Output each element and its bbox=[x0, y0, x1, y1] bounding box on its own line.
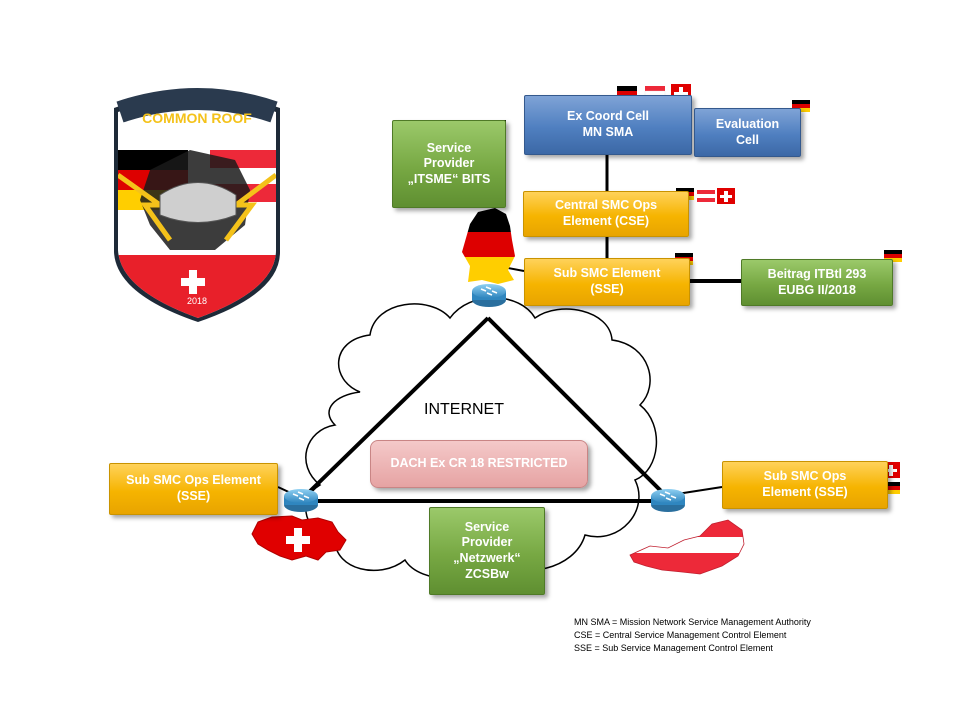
central-smc-box: Central SMC Ops Element (CSE) bbox=[523, 191, 689, 237]
service-provider-netzwerk-box: Service Provider „Netzwerk“ ZCSBw bbox=[429, 507, 545, 595]
internet-label: INTERNET bbox=[424, 401, 504, 418]
beitrag-box: Beitrag ITBtl 293 EUBG II/2018 bbox=[741, 259, 893, 306]
legend-item: CSE = Central Service Management Control… bbox=[574, 630, 787, 640]
sub-smc-element-label: Sub SMC Element (SSE) bbox=[553, 266, 661, 296]
router-icon bbox=[651, 489, 685, 512]
legend-item: MN SMA = Mission Network Service Managem… bbox=[574, 617, 811, 627]
germany-flag-icon bbox=[882, 482, 900, 494]
evaluation-cell-label: Evaluation Cell bbox=[715, 116, 780, 147]
switzerland-flag-icon bbox=[717, 188, 735, 204]
dach-restricted-label: DACH Ex CR 18 RESTRICTED bbox=[390, 456, 568, 471]
legend: MN SMA = Mission Network Service Managem… bbox=[574, 616, 811, 655]
switzerland-map-icon bbox=[251, 515, 347, 561]
patch-year: 2018 bbox=[187, 296, 207, 306]
austria-map-icon bbox=[629, 519, 745, 575]
ex-coord-cell-label: Ex Coord Cell MN SMA bbox=[567, 109, 649, 139]
germany-map-icon bbox=[462, 208, 515, 284]
austria-flag-icon bbox=[697, 190, 715, 202]
central-smc-label: Central SMC Ops Element (CSE) bbox=[554, 198, 658, 228]
service-provider-netzwerk-label: Service Provider „Netzwerk“ ZCSBw bbox=[453, 519, 521, 581]
router-icon bbox=[472, 284, 506, 307]
sub-smc-ops-right-box: Sub SMC Ops Element (SSE) bbox=[722, 461, 888, 509]
patch-title: COMMON ROOF bbox=[142, 110, 252, 126]
germany-flag-icon bbox=[884, 250, 902, 262]
service-provider-itsme-box: Service Provider „ITSME“ BITS bbox=[392, 120, 506, 208]
router-icon bbox=[284, 489, 318, 512]
sub-smc-ops-left-label: Sub SMC Ops Element (SSE) bbox=[126, 473, 261, 503]
common-roof-patch: COMMON ROOF 2018 bbox=[114, 88, 280, 322]
sub-smc-ops-right-label: Sub SMC Ops Element (SSE) bbox=[762, 469, 848, 499]
legend-item: SSE = Sub Service Management Control Ele… bbox=[574, 643, 773, 653]
dach-restricted-box: DACH Ex CR 18 RESTRICTED bbox=[370, 440, 588, 488]
germany-flag-icon bbox=[792, 100, 810, 112]
beitrag-label: Beitrag ITBtl 293 EUBG II/2018 bbox=[767, 266, 867, 297]
service-provider-itsme-label: Service Provider „ITSME“ BITS bbox=[407, 140, 491, 186]
sub-smc-ops-left-box: Sub SMC Ops Element (SSE) bbox=[109, 463, 278, 515]
connector-lines bbox=[277, 155, 742, 503]
ex-coord-cell-box: Ex Coord Cell MN SMA bbox=[524, 95, 692, 155]
sub-smc-element-box: Sub SMC Element (SSE) bbox=[524, 258, 690, 306]
evaluation-cell-box: Evaluation Cell bbox=[694, 108, 801, 157]
